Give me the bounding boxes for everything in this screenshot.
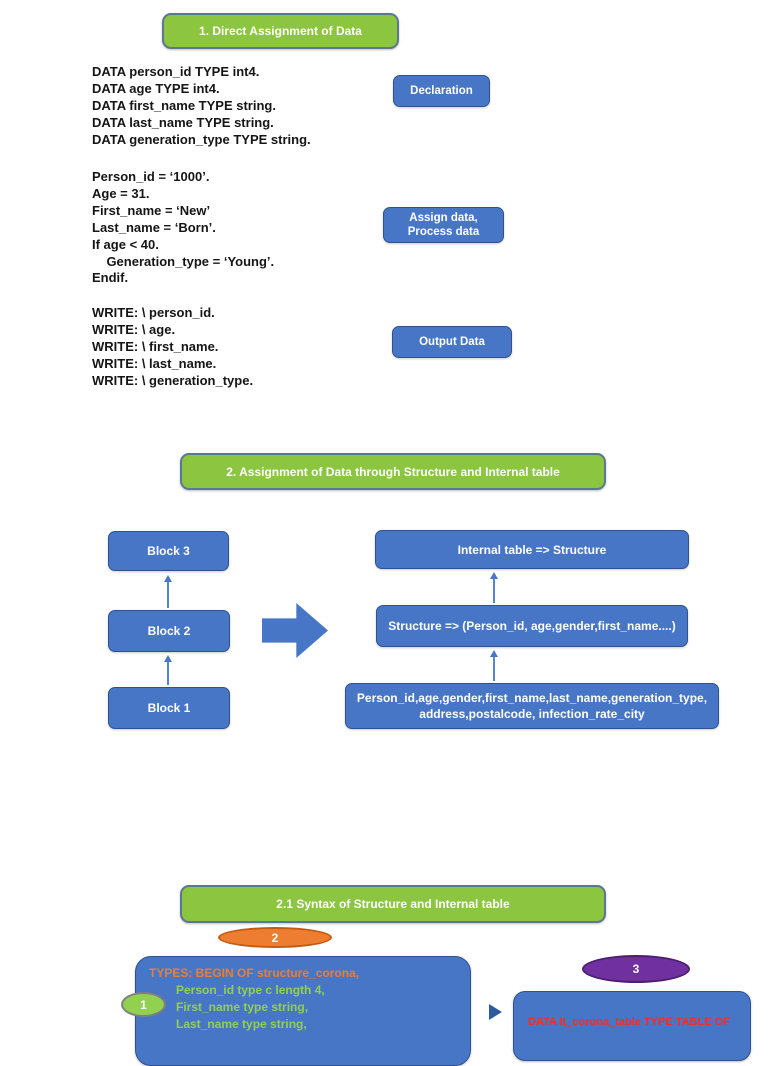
code-line-first-name: First_name type string,	[176, 1000, 309, 1014]
badge-1: 1	[121, 992, 166, 1017]
block1-box: Block 1	[108, 687, 230, 729]
code-line: DATA generation_type TYPE string.	[92, 131, 311, 147]
code-block-output: WRITE: \ person_id. WRITE: \ age. WRITE:…	[92, 305, 253, 390]
code-line: First_name = ‘New’	[92, 202, 211, 218]
code-line: Generation_type = ‘Young’.	[92, 253, 275, 269]
code-line: WRITE: \ person_id.	[92, 305, 215, 320]
assign-label-line1: Assign data,	[409, 212, 478, 224]
code-line: DATA last_name TYPE string.	[92, 114, 274, 130]
section1-header: 1. Direct Assignment of Data	[162, 13, 399, 49]
code-line-types: TYPES: BEGIN OF structure_corona,	[149, 966, 360, 980]
internal-table-box: Internal table => Structure	[375, 530, 689, 569]
badge-2: 2	[218, 927, 332, 948]
assign-label-line2: Process data	[407, 226, 480, 238]
code-line: Age = 31.	[92, 185, 150, 201]
output-data-label-box: Output Data	[392, 326, 512, 358]
badge-3: 3	[582, 955, 690, 983]
code-block-declaration: DATA person_id TYPE int4. DATA age TYPE …	[92, 64, 311, 149]
declaration-label-box: Declaration	[393, 75, 490, 107]
code-line-data-table: DATA lt_corona_table TYPE TABLE OF	[528, 1016, 730, 1028]
arrow-up-block2-to-block3	[164, 575, 172, 608]
block2-box: Block 2	[108, 610, 230, 652]
arrow-up-fields-to-structure	[490, 650, 498, 681]
code-block-assign: Person_id = ‘1000’. Age = 31. First_name…	[92, 169, 274, 287]
code-line: DATA person_id TYPE int4.	[92, 64, 260, 79]
fields-box: Person_id,age,gender,first_name,last_nam…	[345, 683, 719, 729]
code-line: If age < 40.	[92, 236, 159, 252]
right-block-arrow-icon	[262, 603, 328, 658]
arrow-up-block1-to-block2	[164, 655, 172, 685]
code-line: WRITE: \ last_name.	[92, 355, 217, 371]
code-line: DATA age TYPE int4.	[92, 80, 220, 96]
code-line: Last_name = ‘Born’.	[92, 219, 216, 235]
section2-header: 2. Assignment of Data through Structure …	[180, 453, 606, 490]
arrow-up-structure-to-internal	[490, 572, 498, 603]
code-line: Endif.	[92, 270, 129, 286]
structure-box: Structure => (Person_id, age,gender,firs…	[376, 605, 688, 647]
fields-line1: Person_id,age,gender,first_name,last_nam…	[356, 691, 708, 705]
syntax-code-panel-left: TYPES: BEGIN OF structure_corona, Person…	[135, 956, 471, 1066]
code-line-person-id: Person_id type c length 4,	[176, 983, 325, 997]
code-line: WRITE: \ age.	[92, 321, 176, 337]
code-line: Person_id = ‘1000’.	[92, 169, 210, 184]
block3-box: Block 3	[108, 531, 229, 571]
code-line: WRITE: \ generation_type.	[92, 372, 254, 388]
section21-header: 2.1 Syntax of Structure and Internal tab…	[180, 885, 606, 923]
connector-arrow-icon	[489, 1004, 502, 1020]
code-line: DATA first_name TYPE string.	[92, 97, 276, 113]
code-line-last-name: Last_name type string,	[176, 1017, 307, 1031]
assign-process-label-box: Assign data, Process data	[383, 207, 504, 243]
code-line: WRITE: \ first_name.	[92, 338, 219, 354]
syntax-code-panel-right: DATA lt_corona_table TYPE TABLE OF	[513, 991, 751, 1061]
fields-line2: address,postalcode, infection_rate_city	[419, 707, 645, 721]
